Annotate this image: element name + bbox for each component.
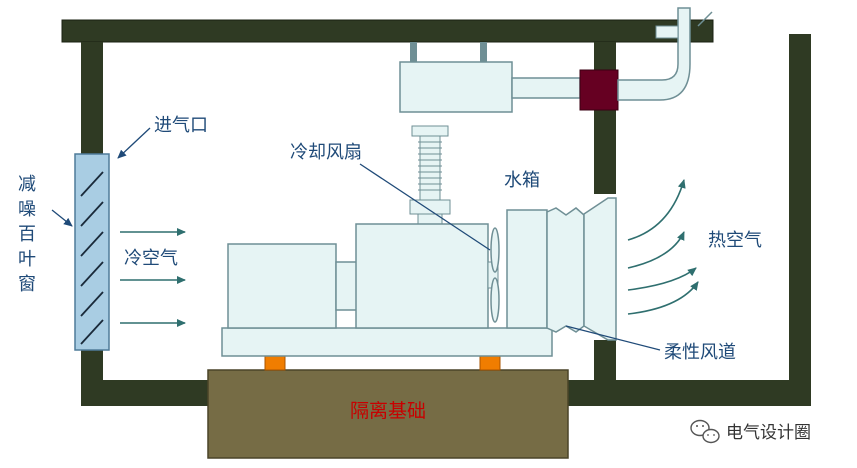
hot-air-duct-transition bbox=[583, 197, 617, 341]
exhaust-pipe-riser bbox=[617, 7, 691, 101]
coupling bbox=[335, 261, 359, 311]
exhaust-pipe-through-roof bbox=[655, 25, 679, 39]
wechat-icon bbox=[690, 419, 720, 444]
generator-set bbox=[221, 197, 617, 357]
cooling-fan-label: 冷却风扇 bbox=[290, 142, 362, 163]
hot-air-arrow-4 bbox=[627, 281, 699, 315]
louver-frame bbox=[74, 153, 110, 351]
isolator-left bbox=[264, 355, 286, 371]
exhaust-flange-top bbox=[411, 125, 449, 137]
muffler bbox=[399, 61, 513, 113]
hot-air-arrow-3 bbox=[627, 267, 697, 291]
vibration-isolators bbox=[264, 355, 501, 371]
louver-label-char-4: 叶 bbox=[18, 249, 36, 270]
isolator-right bbox=[479, 355, 501, 371]
cooling-fan-leader bbox=[359, 163, 491, 251]
water-tank-label: 水箱 bbox=[504, 170, 540, 191]
hot-air-arrow-2 bbox=[627, 231, 685, 269]
noise-reduction-louver bbox=[74, 153, 110, 351]
louver-leader bbox=[51, 209, 73, 227]
flexible-duct-label: 柔性风道 bbox=[664, 342, 736, 363]
cold-air-flow-arrows bbox=[120, 228, 186, 327]
exhaust-system bbox=[399, 7, 713, 113]
isolation-foundation: 隔离基础 bbox=[207, 369, 569, 459]
exhaust-flange-bottom bbox=[409, 199, 451, 215]
air-inlet-label: 进气口 bbox=[154, 115, 208, 136]
exhaust-flex-connector bbox=[409, 125, 451, 225]
alternator bbox=[227, 243, 337, 329]
exhaust-outlet-line bbox=[697, 11, 713, 27]
genset-skid-base bbox=[221, 327, 553, 357]
floor-right bbox=[568, 380, 811, 406]
hot-air-arrow-1 bbox=[627, 179, 686, 241]
engine bbox=[355, 223, 489, 329]
radiator-core bbox=[506, 209, 548, 329]
partition-upper bbox=[594, 42, 616, 194]
partition-lower bbox=[594, 340, 616, 380]
louver-label-char-2: 噪 bbox=[18, 199, 36, 220]
cooling-fan-blades bbox=[490, 227, 500, 323]
louver-label-char-3: 百 bbox=[18, 224, 36, 245]
watermark: 电气设计圈 bbox=[690, 419, 811, 444]
louver-label-char-5: 窗 bbox=[18, 274, 36, 295]
louver-label-char-1: 减 bbox=[18, 174, 36, 195]
left-wall-upper bbox=[81, 42, 103, 154]
diagram-labels: 进气口 减 噪 百 叶 窗 冷空气 冷却风扇 水箱 热空气 柔性风道 bbox=[18, 115, 762, 363]
foundation-block bbox=[207, 369, 569, 459]
left-wall-lower bbox=[81, 350, 103, 380]
air-inlet-leader bbox=[117, 127, 151, 159]
exhaust-pipe-horizontal bbox=[511, 77, 581, 99]
flexible-duct-bellows bbox=[546, 207, 585, 333]
bellows-ribs bbox=[418, 141, 442, 191]
cold-air-label: 冷空气 bbox=[124, 248, 178, 269]
leader-lines bbox=[51, 127, 661, 351]
louver-blades bbox=[80, 171, 104, 345]
outer-right-wall bbox=[789, 34, 811, 380]
watermark-text: 电气设计圈 bbox=[726, 423, 811, 443]
roof-wall bbox=[61, 19, 714, 43]
flexible-duct-leader bbox=[565, 325, 661, 351]
floor-left bbox=[81, 380, 208, 406]
foundation-label: 隔离基础 bbox=[350, 400, 426, 422]
exhaust-damper bbox=[579, 69, 619, 111]
hot-air-flow-arrows bbox=[627, 179, 699, 315]
hot-air-label: 热空气 bbox=[708, 230, 762, 251]
